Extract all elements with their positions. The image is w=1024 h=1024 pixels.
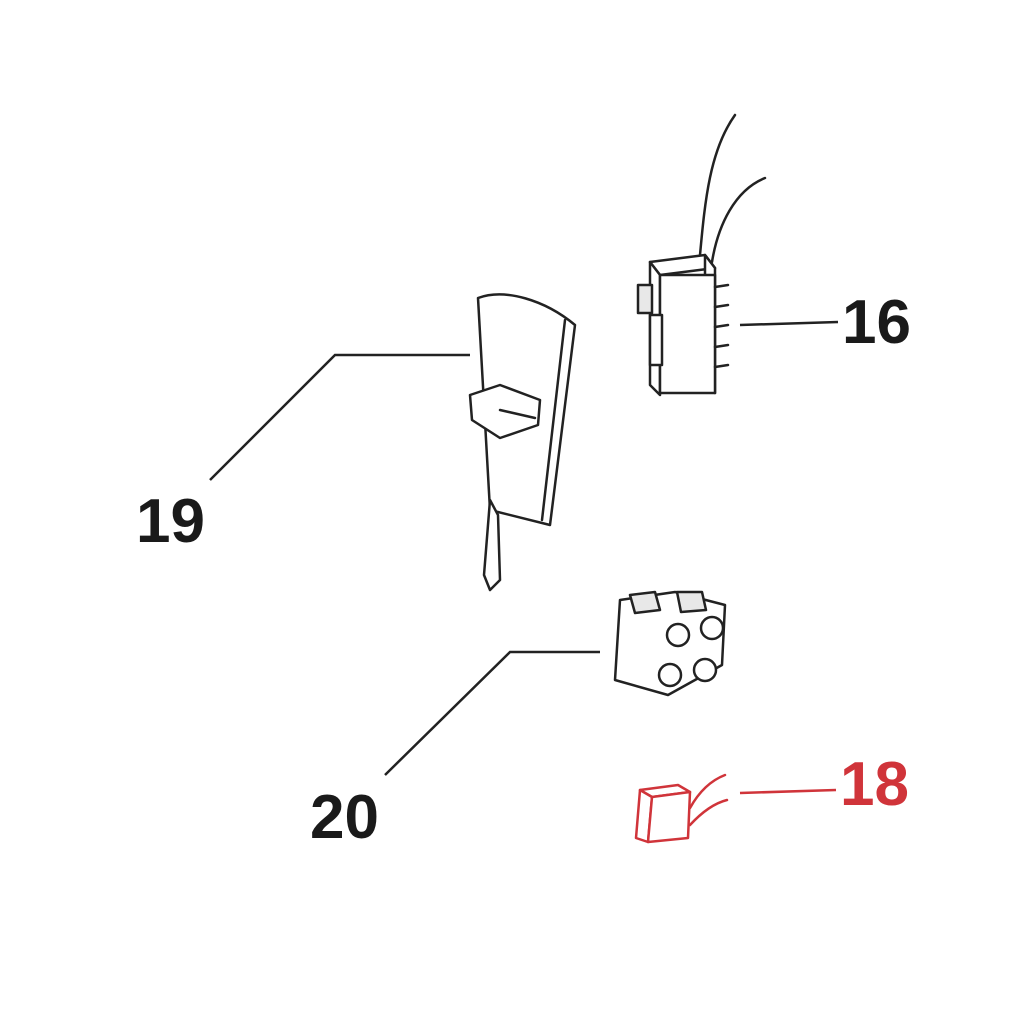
label-20: 20 — [310, 783, 379, 852]
leader-line-19 — [209, 353, 470, 481]
switch-pins — [713, 283, 730, 369]
label-19: 19 — [136, 487, 205, 556]
leader-line-16 — [739, 320, 839, 327]
leader-line-18 — [739, 788, 837, 795]
part-19-lever[interactable] — [209, 293, 577, 592]
leader-line-20 — [384, 650, 600, 776]
label-16: 16 — [842, 288, 911, 357]
part-16-switch[interactable] — [636, 113, 839, 397]
label-18: 18 — [840, 750, 909, 819]
part-18-connector[interactable] — [634, 773, 837, 844]
part-20-terminal-block[interactable] — [384, 590, 727, 776]
